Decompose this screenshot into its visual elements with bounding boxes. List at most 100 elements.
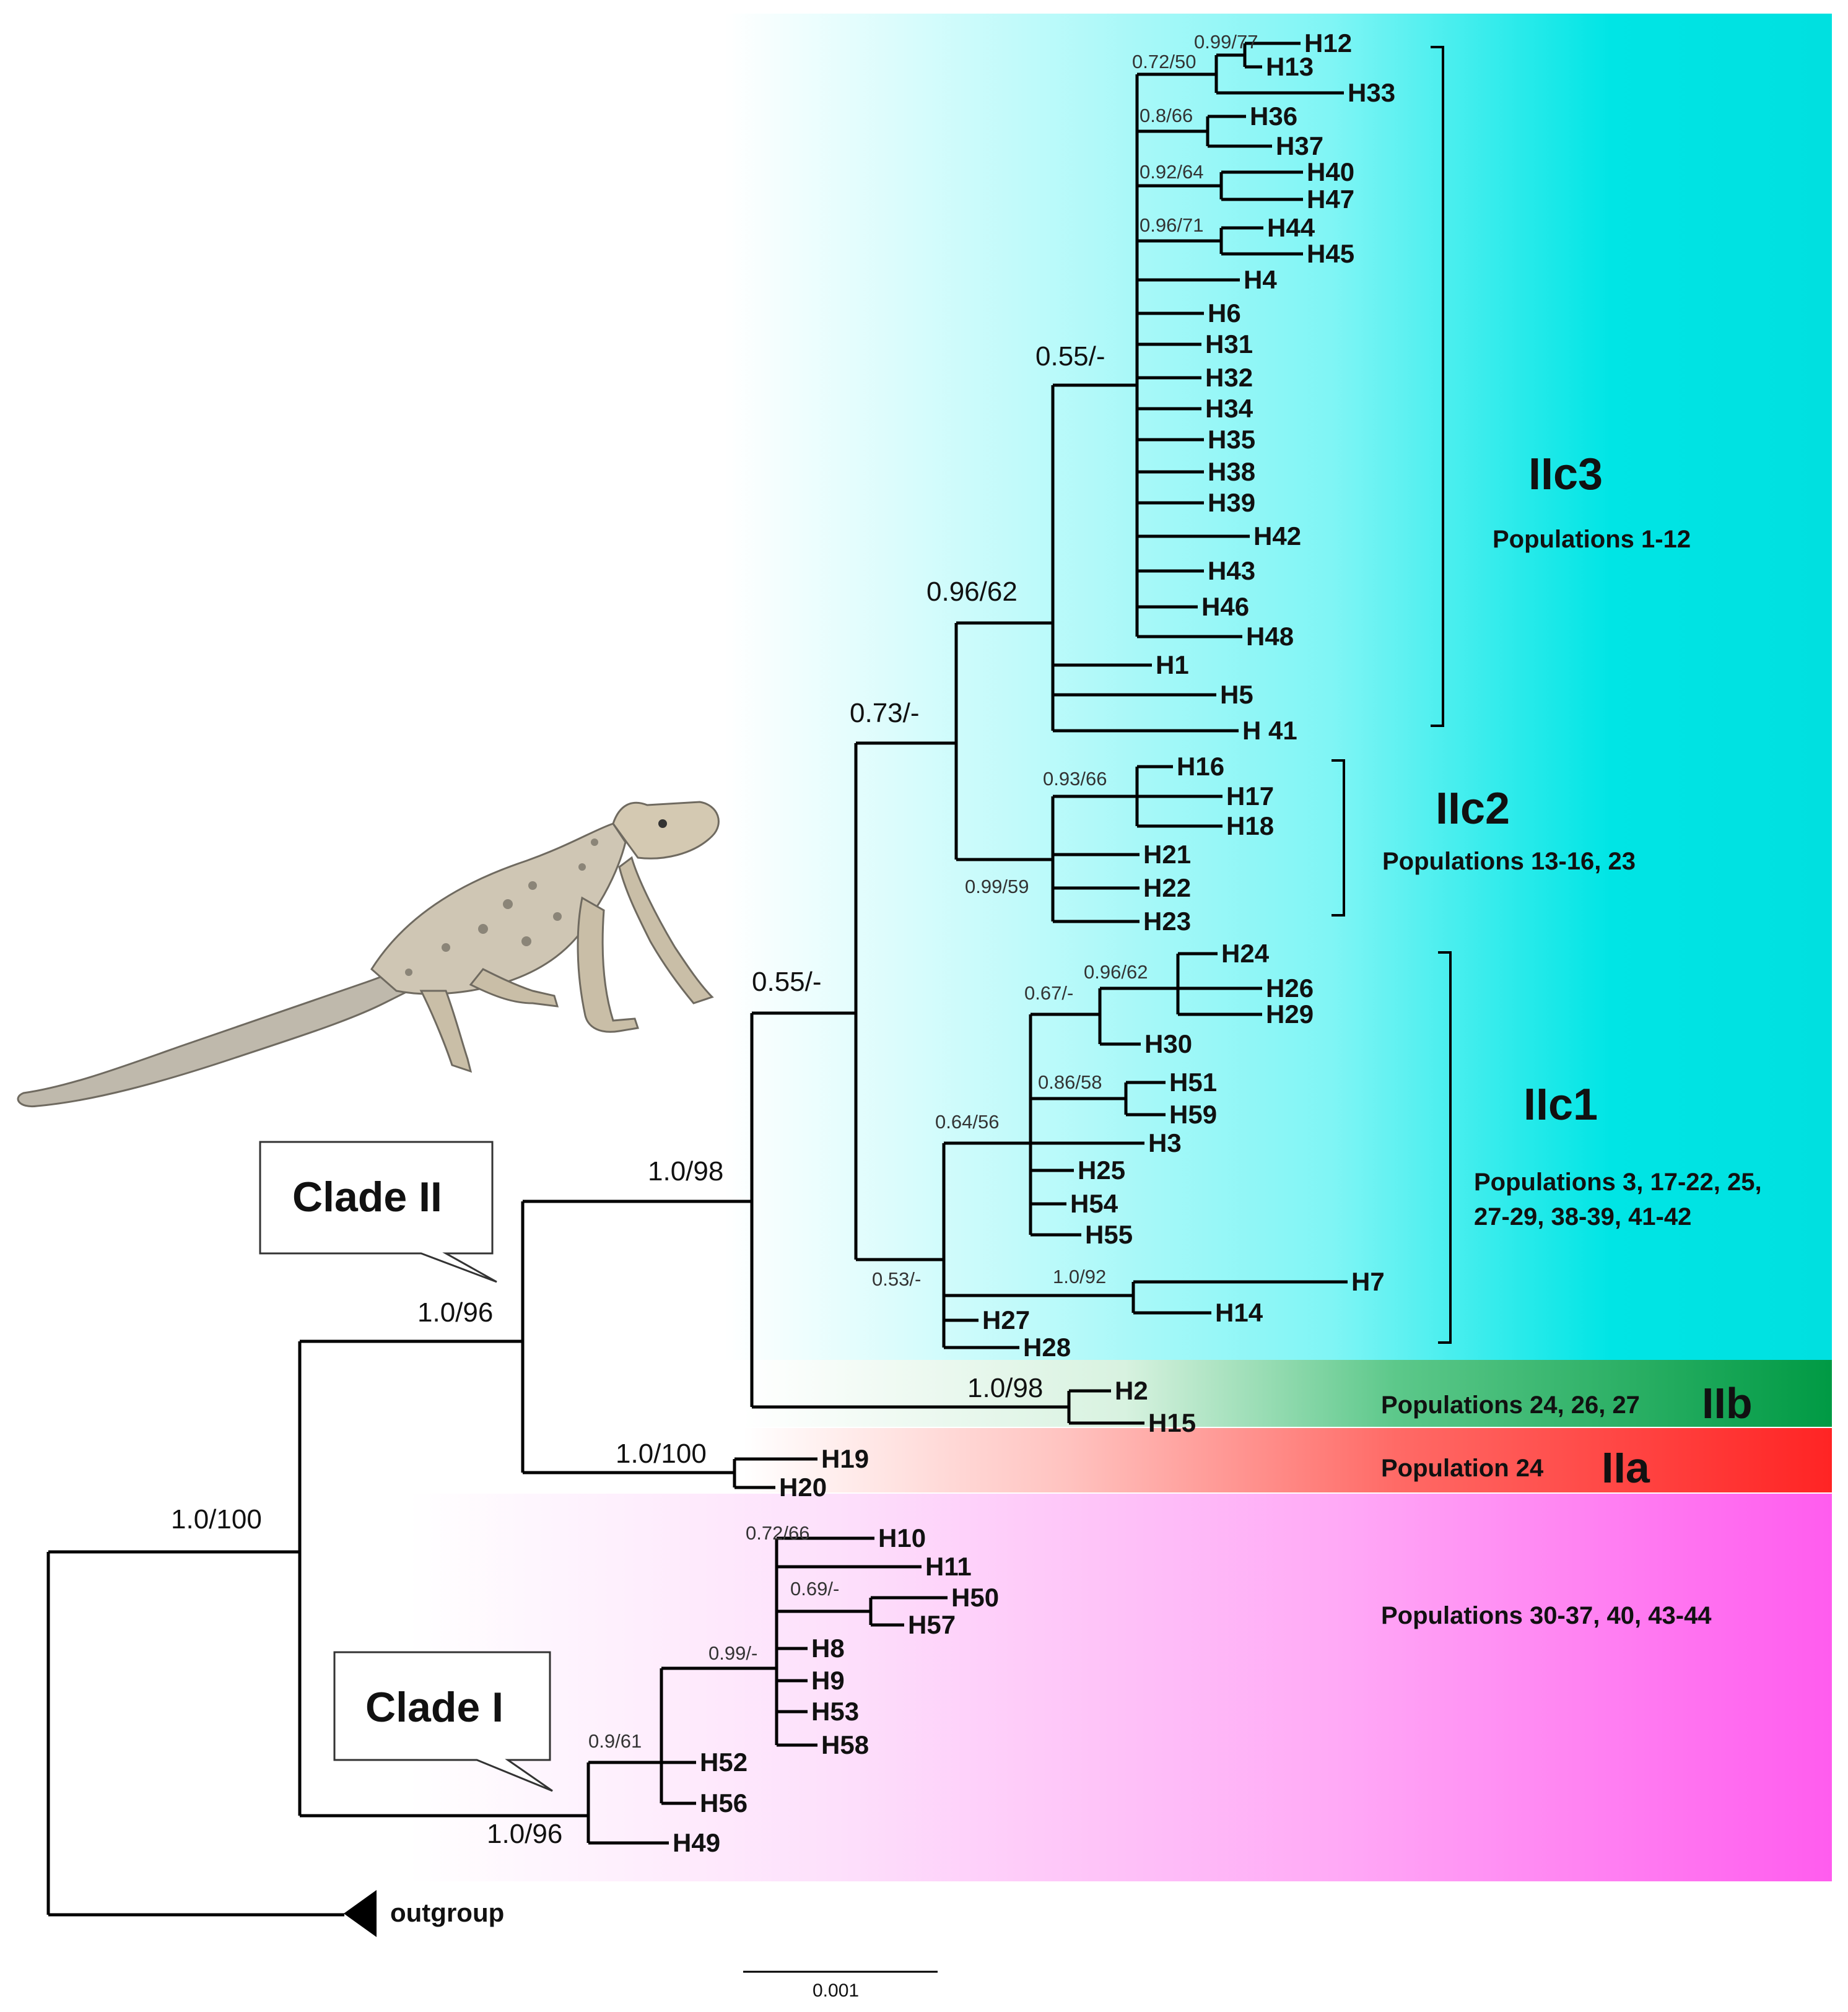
populations-iic1-line2: 27-29, 38-39, 41-42 xyxy=(1474,1203,1691,1230)
tip-label: H32 xyxy=(1205,363,1253,392)
clade-i-band xyxy=(409,1494,1832,1881)
populations-iic1-line1: Populations 3, 17-22, 25, xyxy=(1474,1169,1762,1196)
support-value: 0.53/- xyxy=(872,1268,921,1290)
tip-label: H1 xyxy=(1156,650,1189,679)
tip-label: H10 xyxy=(878,1523,926,1553)
tip-label: H52 xyxy=(700,1748,747,1777)
tree-branches xyxy=(46,41,1348,1917)
bracket-iic1 xyxy=(1438,951,1452,1344)
scale-bar: 0.001 xyxy=(743,1971,938,2001)
tip-label: H45 xyxy=(1307,239,1354,268)
tip-label: H6 xyxy=(1208,298,1241,328)
tip-label: H38 xyxy=(1208,457,1255,486)
tip-label: H58 xyxy=(821,1730,869,1759)
tip-label: H15 xyxy=(1148,1408,1196,1437)
tip-label: H35 xyxy=(1208,425,1255,454)
tip-label: H5 xyxy=(1220,680,1253,709)
clade-iib-band xyxy=(743,1360,1832,1427)
tip-label: H3 xyxy=(1148,1128,1182,1157)
tip-label: H19 xyxy=(821,1444,869,1473)
support-value: 1.0/96 xyxy=(417,1297,493,1328)
support-value: 1.0/98 xyxy=(648,1156,723,1187)
tip-label: H11 xyxy=(925,1552,972,1581)
tip-label: H 41 xyxy=(1242,716,1297,745)
support-value: 0.99/59 xyxy=(965,876,1029,897)
outgroup-triangle xyxy=(344,1890,377,1937)
tip-label: H54 xyxy=(1070,1189,1118,1218)
support-value: 1.0/92 xyxy=(1053,1266,1106,1287)
tip-label: H29 xyxy=(1266,999,1314,1029)
tip-label: H21 xyxy=(1143,840,1191,869)
populations-iic2: Populations 13-16, 23 xyxy=(1382,848,1636,875)
populations-iib: Populations 24, 26, 27 xyxy=(1381,1391,1640,1419)
support-value: 1.0/100 xyxy=(171,1504,262,1535)
support-value: 0.9/61 xyxy=(588,1730,642,1752)
tip-label: H2 xyxy=(1115,1376,1148,1405)
tip-label: H28 xyxy=(1023,1333,1071,1362)
tip-label: H31 xyxy=(1205,329,1253,359)
tip-label: H51 xyxy=(1169,1068,1217,1097)
group-brackets xyxy=(1332,46,1452,1344)
support-value: 0.67/- xyxy=(1024,982,1073,1004)
support-value: 0.99/- xyxy=(708,1642,757,1664)
support-value: 0.64/56 xyxy=(935,1111,999,1133)
populations-iic3: Populations 1-12 xyxy=(1493,526,1691,553)
clade-ii-callout-text: Clade II xyxy=(292,1174,442,1221)
support-value: 1.0/98 xyxy=(967,1373,1043,1403)
tip-label: H48 xyxy=(1246,622,1294,651)
support-value: 0.93/66 xyxy=(1043,768,1107,790)
tip-label: H7 xyxy=(1351,1267,1385,1296)
tip-label: H43 xyxy=(1208,556,1255,585)
bracket-iic2 xyxy=(1332,759,1345,917)
tip-label: H20 xyxy=(779,1473,827,1502)
tip-label: H4 xyxy=(1244,265,1277,294)
support-value: 0.92/64 xyxy=(1140,161,1203,183)
clade-i-callout: Clade I xyxy=(333,1651,553,1792)
support-value: 0.72/66 xyxy=(746,1522,809,1544)
outgroup-label: outgroup xyxy=(390,1898,504,1927)
tip-label: H33 xyxy=(1348,78,1395,107)
tip-label: H23 xyxy=(1143,907,1191,936)
tip-label: H40 xyxy=(1307,157,1354,186)
support-value: 0.72/50 xyxy=(1132,51,1196,72)
group-title-iic2: IIc2 xyxy=(1436,784,1510,834)
group-title-iia: IIa xyxy=(1602,1444,1650,1492)
support-value: 1.0/96 xyxy=(487,1819,562,1849)
tip-label: H24 xyxy=(1221,939,1270,968)
tip-label: H17 xyxy=(1226,782,1274,811)
lizard-image xyxy=(17,801,720,1108)
tip-label: H44 xyxy=(1267,213,1315,242)
clade-iic-band xyxy=(725,14,1832,1360)
clade-i-callout-text: Clade I xyxy=(365,1684,503,1731)
tip-label: H57 xyxy=(908,1610,956,1639)
tip-labels: H12H13H33H36H37H40H47H44H45H4H6H31H32H34… xyxy=(673,28,1395,1857)
group-title-iic3: IIc3 xyxy=(1528,450,1603,499)
tip-label: H36 xyxy=(1250,102,1297,131)
tip-label: H30 xyxy=(1144,1029,1192,1058)
tip-label: H16 xyxy=(1177,752,1224,781)
group-title-iic1: IIc1 xyxy=(1523,1080,1598,1130)
support-values: 0.99/770.72/500.8/660.92/640.96/710.55/-… xyxy=(171,31,1258,1849)
tip-label: H47 xyxy=(1307,185,1354,214)
tip-label: H22 xyxy=(1143,873,1191,902)
tip-label: H25 xyxy=(1078,1156,1125,1185)
tip-label: H26 xyxy=(1266,973,1314,1003)
clade-ii-callout: Clade II xyxy=(259,1141,497,1283)
tip-label: H56 xyxy=(700,1788,747,1818)
populations-iia: Population 24 xyxy=(1381,1455,1544,1482)
group-title-iib: IIb xyxy=(1702,1379,1753,1427)
support-value: 0.96/62 xyxy=(926,577,1018,607)
tip-label: H46 xyxy=(1201,592,1249,621)
tip-label: H42 xyxy=(1253,521,1301,551)
support-value: 0.73/- xyxy=(850,698,920,728)
tip-label: H12 xyxy=(1304,28,1352,58)
tip-label: H14 xyxy=(1215,1298,1263,1327)
populations-clade-i: Populations 30-37, 40, 43-44 xyxy=(1381,1602,1712,1629)
tip-label: H18 xyxy=(1226,811,1274,840)
tip-label: H50 xyxy=(951,1583,999,1612)
tip-label: H27 xyxy=(982,1305,1030,1335)
support-value: 0.8/66 xyxy=(1140,105,1193,126)
support-value: 0.96/62 xyxy=(1084,961,1148,983)
